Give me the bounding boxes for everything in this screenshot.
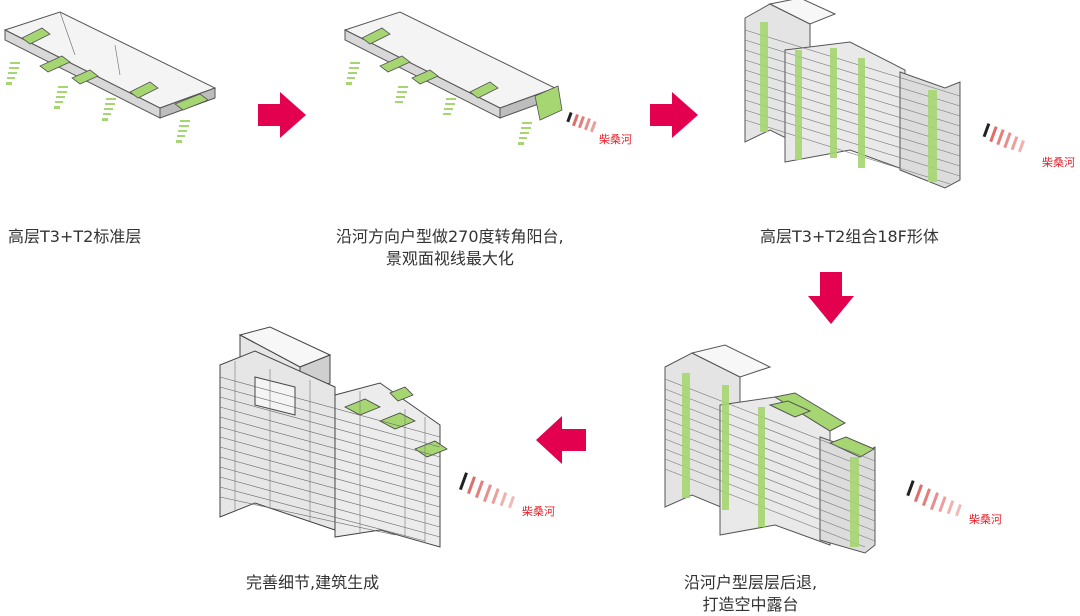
arrow-icon <box>650 92 698 138</box>
step-2-diagram <box>340 0 640 170</box>
step-1-caption: 高层T3+T2标准层 <box>8 227 142 246</box>
corner-balcony-plate-drawing <box>343 11 597 145</box>
step-5-caption: 完善细节,建筑生成 <box>246 573 380 592</box>
view-cone-icon <box>566 111 597 133</box>
view-cone-icon <box>906 480 962 517</box>
terraced-tower-drawing <box>664 344 876 554</box>
final-building-drawing <box>219 326 448 548</box>
arrow-icon <box>258 92 306 138</box>
view-cone-icon <box>458 472 515 509</box>
arrow-icon <box>808 272 854 324</box>
step-5-diagram <box>215 325 460 555</box>
river-label: 柴桑河 <box>599 133 632 146</box>
river-label: 柴桑河 <box>522 505 555 518</box>
step-4-diagram <box>660 344 890 560</box>
tower-massing-drawing <box>744 0 1025 189</box>
view-cone-icon <box>982 123 1025 153</box>
river-label: 柴桑河 <box>969 513 1002 526</box>
standard-floor-plate-drawing <box>3 11 217 143</box>
arrow-icon <box>536 416 586 464</box>
step-3-caption: 高层T3+T2组合18F形体 <box>760 227 939 246</box>
step-3-diagram <box>740 0 1025 200</box>
step-2-caption: 沿河方向户型做270度转角阳台, 景观面视线最大化 <box>336 227 564 268</box>
river-label: 柴桑河 <box>1042 156 1075 169</box>
step-4-caption: 沿河户型层层后退, 打造空中露台 <box>684 573 818 614</box>
step-1-diagram <box>0 0 240 170</box>
